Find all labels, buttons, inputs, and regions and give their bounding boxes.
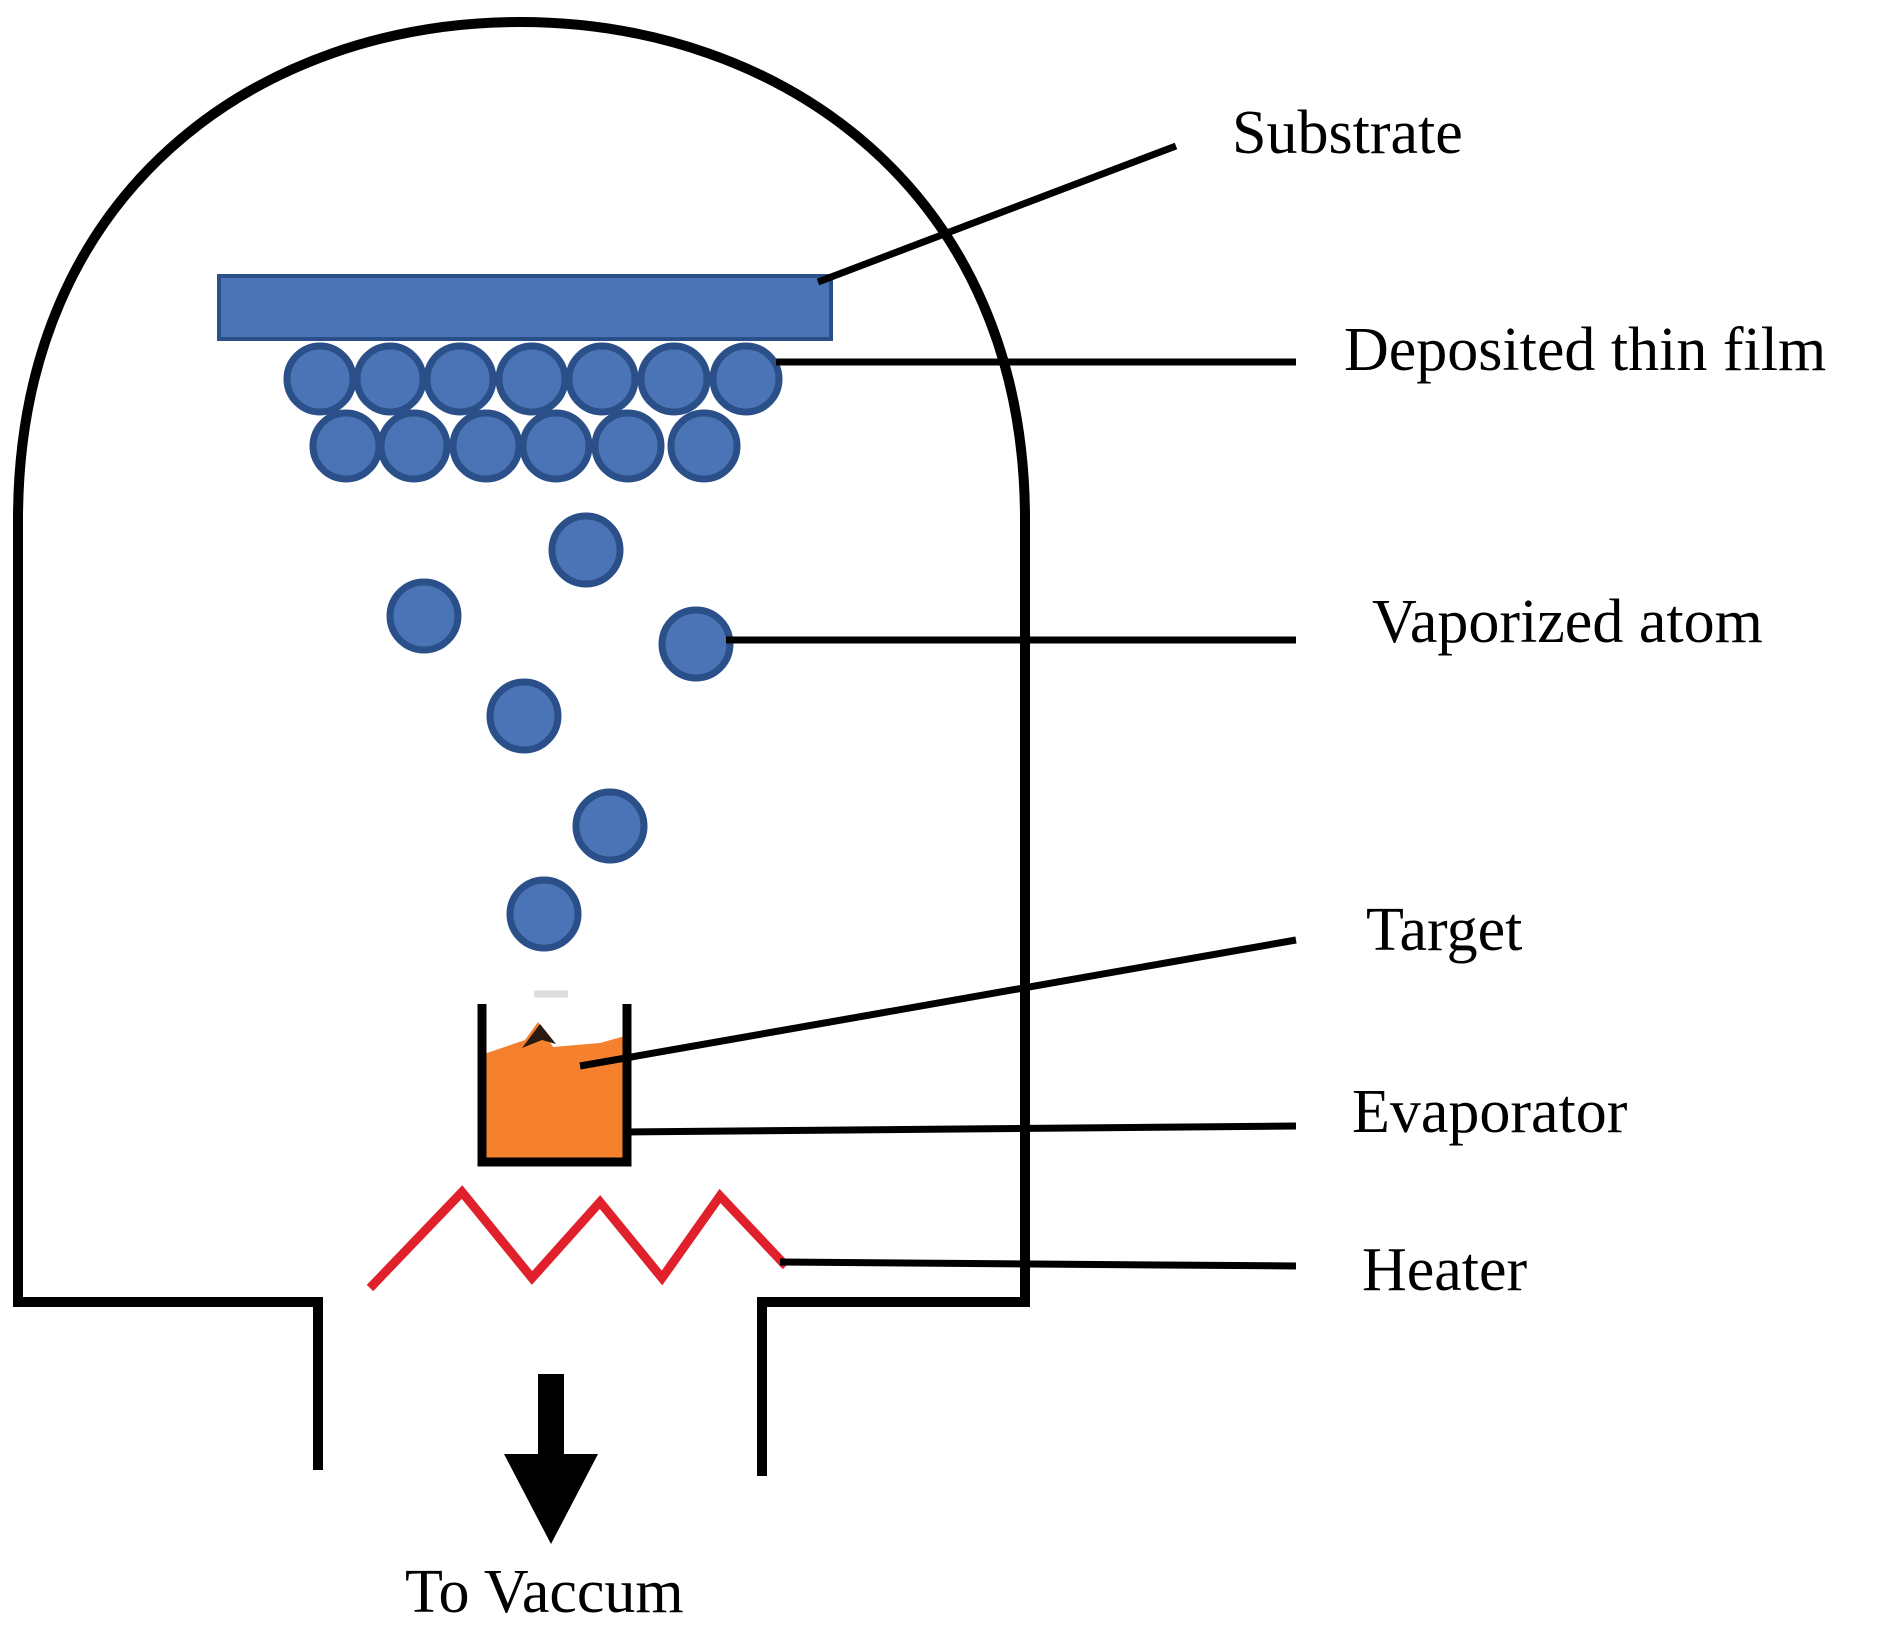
evaporator-leader (626, 1122, 1297, 1136)
vaporized-atom (548, 512, 624, 588)
vaporized-atom (506, 876, 582, 952)
film-atom (449, 409, 523, 483)
film-atom (591, 409, 665, 483)
film-atom (353, 342, 427, 416)
substrate (217, 274, 833, 341)
vaporized-atom (572, 788, 648, 864)
down-arrow-icon (504, 1374, 598, 1544)
crucible (477, 1004, 632, 1167)
vaporized-atom (486, 678, 562, 754)
vacuum-label: To Vaccum (405, 1558, 684, 1626)
atom-label: Vaporized atom (1372, 588, 1763, 656)
evaporator (477, 990, 632, 1167)
film-atom (637, 342, 711, 416)
substrate-leader (816, 142, 1178, 286)
heater-label: Heater (1362, 1236, 1528, 1304)
target-label: Target (1366, 896, 1522, 964)
target-leader (579, 936, 1297, 1070)
vaporized-atoms (386, 512, 734, 952)
film-atom (283, 342, 357, 416)
substrate-label: Substrate (1232, 99, 1463, 167)
vacuum-chamber (13, 16, 1030, 1476)
target-material (484, 1022, 625, 1160)
target-dark-flake (522, 1024, 556, 1048)
vaporized-atom (658, 606, 734, 682)
film-atom (423, 342, 497, 416)
film-atom (495, 342, 569, 416)
deposited-thin-film (283, 342, 783, 483)
leader-lines (579, 142, 1297, 1270)
film-atom (709, 342, 783, 416)
film-atom (565, 342, 639, 416)
heater-coil (366, 1185, 790, 1292)
film-atom (309, 409, 383, 483)
evaporator-label: Evaporator (1352, 1078, 1628, 1146)
film-atom (377, 409, 451, 483)
film-label: Deposited thin film (1344, 316, 1826, 384)
vaporized-atom (386, 578, 462, 654)
film-atom (667, 409, 741, 483)
film-atom (519, 409, 593, 483)
heater-leader (779, 1258, 1297, 1270)
